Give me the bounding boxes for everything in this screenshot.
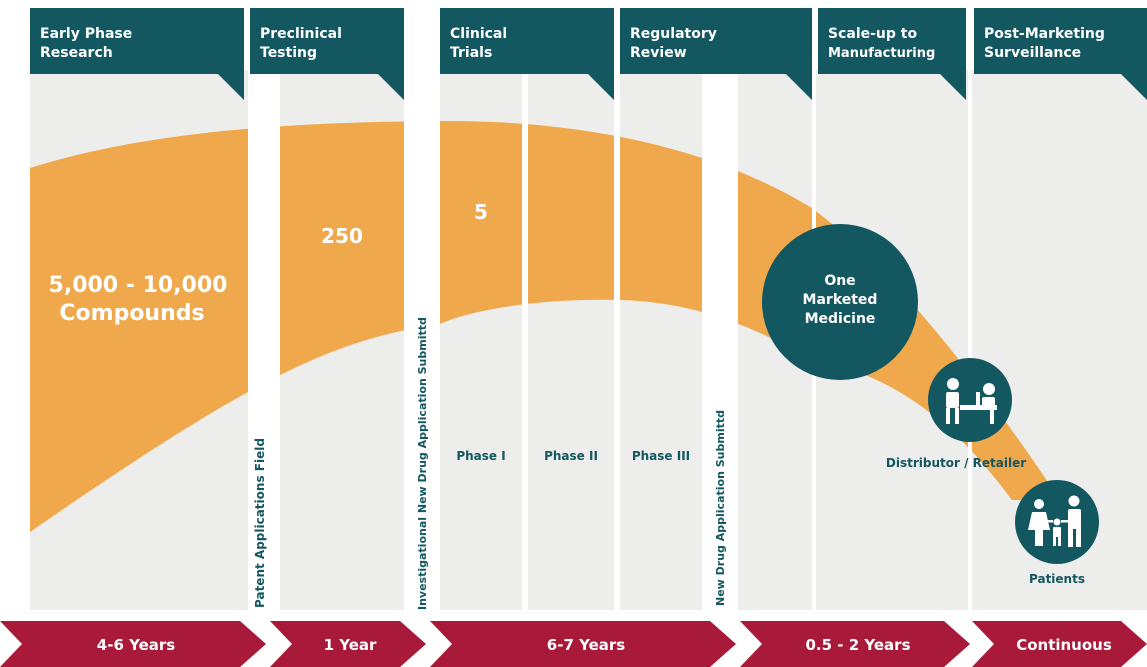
stage-title-line2: Manufacturing	[828, 46, 935, 61]
stage-title-line1: Preclinical	[260, 26, 342, 42]
duration-arrow-5: Continuous	[972, 621, 1147, 667]
duration-label: 4-6 Years	[97, 636, 175, 654]
duration-arrow-4: 0.5 - 2 Years	[740, 621, 970, 667]
stage-title-line2: Surveillance	[984, 45, 1081, 61]
medicine-line1: One	[824, 273, 855, 289]
duration-label: Continuous	[1016, 636, 1112, 654]
compounds-count: 5,000 - 10,000	[49, 273, 228, 298]
milestone-ind-submitted: Investigational New Drug Application Sub…	[416, 317, 429, 610]
compounds-label: Compounds	[59, 301, 204, 326]
clinical-count: 5	[474, 200, 488, 224]
marketed-medicine-circle: One Marketed Medicine	[762, 224, 918, 380]
family-icon	[1028, 495, 1081, 547]
distributor-node: Distributor / Retailer	[886, 358, 1026, 470]
stage-header-manufacturing: Scale-up to Manufacturing	[818, 8, 966, 100]
stage-title-line1: Scale-up to	[828, 26, 917, 42]
stage-header-post-marketing: Post-Marketing Surveillance	[974, 8, 1147, 100]
phase-2-label: Phase II	[544, 449, 598, 463]
stage-title-line2: Testing	[260, 45, 317, 61]
stage-title-line2: Review	[630, 45, 687, 61]
duration-arrow-1: 4-6 Years	[0, 621, 266, 667]
stage-header-early-research: Early Phase Research	[30, 8, 244, 100]
stage-title-line2: Research	[40, 45, 113, 61]
stage-header-clinical: Clinical Trials	[440, 8, 614, 100]
duration-arrow-3: 6-7 Years	[430, 621, 736, 667]
milestone-patent: Patent Applications Field	[253, 438, 267, 608]
distributor-label: Distributor / Retailer	[886, 456, 1026, 470]
stage-header-preclinical: Preclinical Testing	[250, 8, 404, 100]
duration-arrow-2: 1 Year	[270, 621, 426, 667]
patients-node: Patients	[1015, 480, 1099, 586]
phase-1-label: Phase I	[456, 449, 505, 463]
stage-header-regulatory: Regulatory Review	[620, 8, 812, 100]
medicine-line2: Marketed	[803, 292, 878, 308]
phase-3-label: Phase III	[632, 449, 690, 463]
stage-title-line2: Trials	[450, 45, 492, 61]
medicine-line3: Medicine	[805, 311, 876, 327]
stage-title-line1: Early Phase	[40, 26, 132, 42]
duration-label: 0.5 - 2 Years	[805, 636, 910, 654]
milestone-nda-submitted: New Drug Application Submittd	[714, 410, 727, 606]
stage-title-line1: Clinical	[450, 26, 507, 42]
preclinical-count: 250	[321, 224, 363, 248]
duration-label: 1 Year	[324, 636, 377, 654]
duration-label: 6-7 Years	[547, 636, 625, 654]
stage-title-line1: Post-Marketing	[984, 26, 1105, 42]
attrition-funnel-band	[30, 120, 1060, 532]
patients-label: Patients	[1029, 572, 1085, 586]
retail-counter-icon	[946, 378, 997, 424]
stage-title-line1: Regulatory	[630, 26, 717, 42]
